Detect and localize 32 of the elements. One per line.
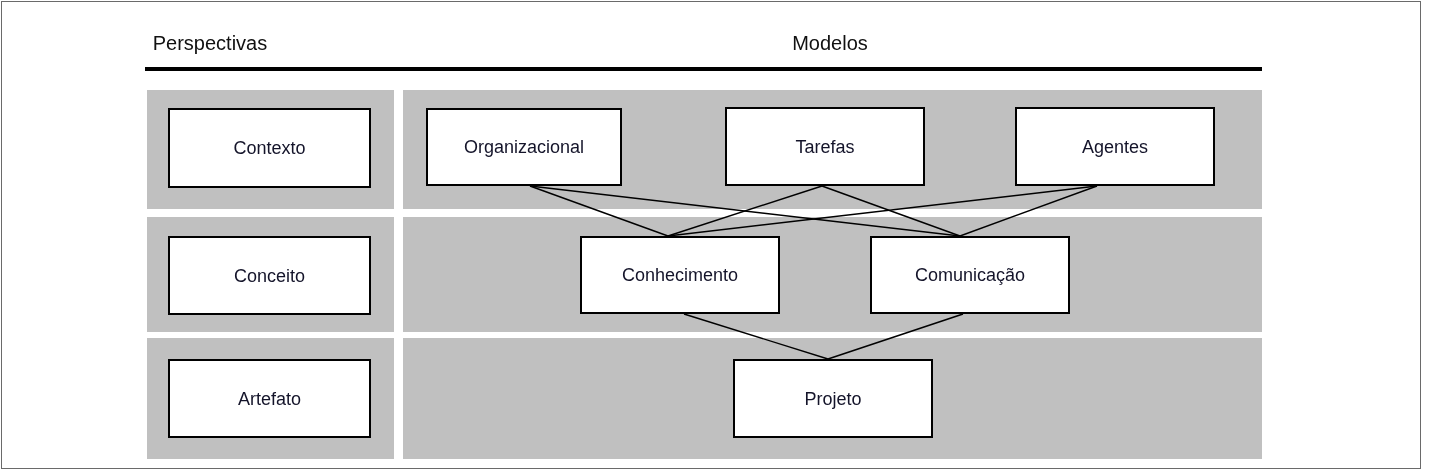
column-heading: Perspectivas xyxy=(152,32,268,54)
node-label: Tarefas xyxy=(795,135,855,158)
rectangle-node xyxy=(426,108,622,186)
rectangle-node xyxy=(168,236,371,315)
column-heading: Modelos xyxy=(792,32,868,54)
node-label: Projeto xyxy=(804,387,862,410)
node-label: Artefato xyxy=(237,387,301,410)
connector-line xyxy=(827,313,964,360)
rectangle-node xyxy=(580,236,780,314)
rectangle-node xyxy=(168,108,371,188)
node-label: Conceito xyxy=(233,264,305,287)
rectangle-node xyxy=(725,107,925,186)
connector-line xyxy=(959,185,1098,237)
connector-line xyxy=(667,185,823,237)
rectangle-node xyxy=(870,236,1070,314)
node-label: Comunicação xyxy=(914,264,1026,286)
rectangle-node xyxy=(1015,107,1215,186)
node-label: Contexto xyxy=(233,137,306,159)
rectangle-node xyxy=(733,359,933,438)
row-band xyxy=(147,217,394,332)
row-band xyxy=(147,90,394,209)
node-label: Agentes xyxy=(1081,135,1149,158)
node-label: Organizacional xyxy=(463,136,585,158)
row-band xyxy=(403,90,1262,209)
row-band xyxy=(147,338,394,459)
connector-line xyxy=(821,185,961,237)
connector-line xyxy=(683,313,829,360)
rectangle-node xyxy=(168,359,371,438)
node-label: Conhecimento xyxy=(621,264,739,286)
row-band xyxy=(403,338,1262,459)
connector-line xyxy=(529,185,669,237)
row-band xyxy=(403,217,1262,332)
